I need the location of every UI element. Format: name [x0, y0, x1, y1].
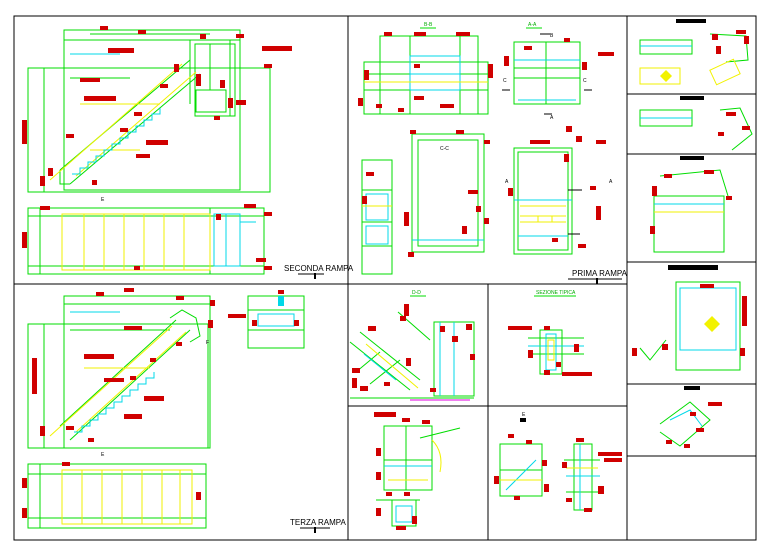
- label-section-bb: B-B: [424, 22, 433, 28]
- second-ramp-plan: E: [22, 26, 292, 203]
- marker-a-left: A: [505, 179, 509, 185]
- marker-f: F: [206, 340, 209, 346]
- right-column-details: [632, 19, 753, 448]
- marker-a-top: A: [550, 115, 554, 121]
- marker-a-right: A: [609, 179, 613, 185]
- third-ramp-plan: F E: [27, 288, 305, 458]
- label-section-cc: C-C: [440, 146, 449, 152]
- third-ramp-elevation: TERZA RAMPA: [22, 462, 347, 533]
- label-first-ramp: PRIMA RAMPA: [572, 269, 628, 278]
- marker-e-third: E: [101, 452, 105, 458]
- sections-bb-aa-cc: B-B A-A: [358, 22, 628, 284]
- marker-e-second: E: [101, 197, 105, 203]
- second-ramp-elevation: SECONDA RAMPA: [22, 204, 354, 279]
- marker-b: B: [550, 33, 554, 39]
- sheet-frame: [13, 15, 757, 541]
- marker-e-small: E: [522, 412, 526, 418]
- label-section-typical: SEZIONE TIPICA: [536, 290, 576, 296]
- label-section-dd: D-D: [412, 290, 421, 296]
- label-third-ramp: TERZA RAMPA: [290, 518, 347, 527]
- label-section-aa: A-A: [528, 22, 537, 28]
- section-typical: SEZIONE TIPICA: [508, 290, 592, 376]
- detail-e: [374, 412, 461, 530]
- label-second-ramp: SECONDA RAMPA: [284, 264, 354, 273]
- section-dd: D-D: [349, 290, 475, 401]
- detail-e-small: E: [494, 412, 622, 512]
- marker-c-right: C: [583, 78, 587, 84]
- marker-c-left: C: [503, 78, 507, 84]
